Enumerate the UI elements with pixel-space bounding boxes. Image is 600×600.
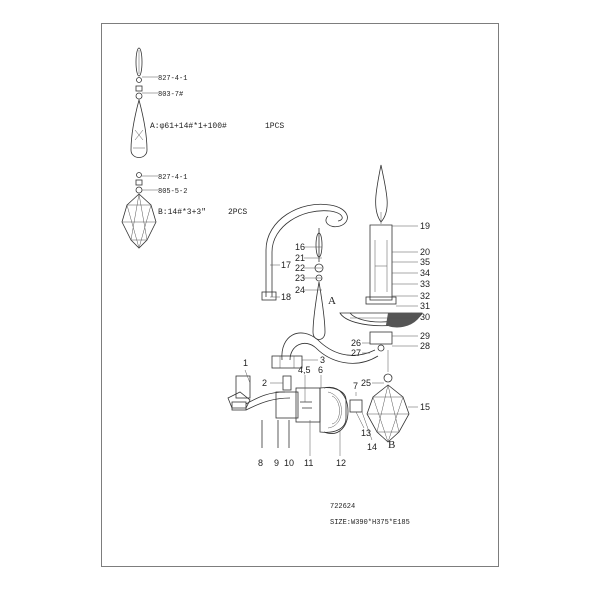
callout-16: 16 [295,242,305,252]
crystal-b-illustration [121,172,157,249]
spec-b-qty: 2PCS [228,208,247,217]
callout-numbers: 16 21 22 23 24 17 18 19 20 35 34 33 32 3… [243,221,430,468]
callout-22: 22 [295,263,305,273]
callout-2: 2 [262,378,267,388]
callout-3: 3 [320,355,325,365]
model-number: 722624 [330,503,355,511]
callout-32: 32 [420,291,430,301]
marker-a: A [328,295,336,307]
callout-20: 20 [420,247,430,257]
callout-25: 25 [361,378,371,388]
callout-23: 23 [295,273,305,283]
spec-a-label: A:φ61+14#*1+100# [150,122,227,131]
callout-6: 6 [318,365,323,375]
drawing-sheet [101,23,499,567]
part-code-a-mid: 803-7# [158,91,183,99]
crystal-a-illustration [130,47,148,158]
marker-b: B [388,439,395,451]
callout-11: 11 [304,458,313,468]
callout-1: 1 [243,358,248,368]
part-code-b-top: 827-4-1 [158,174,187,182]
spec-b-label: B:14#*3+3" [158,208,206,217]
callout-7: 7 [353,381,358,391]
callout-26: 26 [351,338,361,348]
callout-19: 19 [420,221,430,231]
callout-18: 18 [281,292,291,302]
size-spec: SIZE:W390*H375*E185 [330,519,410,527]
callout-30: 30 [420,312,430,322]
leader-lines [244,225,418,456]
callout-28: 28 [420,341,430,351]
callout-35: 35 [420,257,430,267]
callout-21: 21 [295,253,305,263]
callout-13: 13 [361,428,371,438]
callout-10: 10 [284,458,294,468]
callout-17: 17 [281,260,291,270]
callout-29: 29 [420,331,430,341]
callout-12: 12 [336,458,346,468]
callout-34: 34 [420,268,430,278]
spec-a-qty: 1PCS [265,122,284,131]
fixture-illustration [227,164,423,448]
callout-27: 27 [351,348,361,358]
callout-31: 31 [420,301,430,311]
part-code-a-top: 827-4-1 [158,75,187,83]
callout-8: 8 [258,458,263,468]
callout-33: 33 [420,279,430,289]
callout-4-5: 4,5 [298,365,311,375]
callout-9: 9 [274,458,279,468]
part-code-b-mid: 805-5-2 [158,188,187,196]
callout-14: 14 [367,442,377,452]
callout-15: 15 [420,402,430,412]
callout-24: 24 [295,285,305,295]
